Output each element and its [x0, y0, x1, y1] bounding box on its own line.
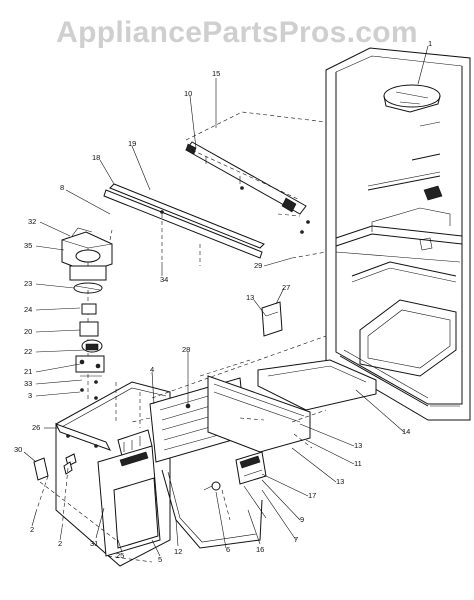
callout-22: 22: [24, 347, 32, 356]
callout-1: 1: [428, 39, 432, 48]
callout-25: 25: [116, 551, 124, 560]
callout-33: 33: [24, 379, 32, 388]
callout-13b: 13: [354, 441, 362, 450]
callout-7: 7: [294, 535, 298, 544]
callout-4: 4: [150, 365, 154, 374]
callout-13a: 13: [246, 293, 254, 302]
callout-15: 15: [212, 69, 220, 78]
callout-labels: 1 15 10 18 19 8 32 35 23 24 20 22 21 33 …: [14, 39, 432, 564]
callout-5: 5: [158, 555, 162, 564]
refrigerator-cabinet: [325, 47, 471, 421]
callout-17: 17: [308, 491, 316, 500]
callout-29: 29: [254, 261, 262, 270]
callout-24: 24: [24, 305, 32, 314]
callout-20: 20: [24, 327, 32, 336]
callout-16: 16: [256, 545, 264, 554]
callout-23: 23: [24, 279, 32, 288]
callout-13c: 13: [336, 477, 344, 486]
callout-2b: 2: [58, 539, 62, 548]
evaporator-cover-assembly: [33, 301, 377, 567]
callout-14: 14: [402, 427, 410, 436]
callout-21: 21: [24, 367, 32, 376]
fan-motor-assembly: [61, 227, 113, 400]
watermark-text: AppliancePartsPros.com: [56, 16, 418, 49]
callout-8: 8: [60, 183, 64, 192]
callout-10: 10: [184, 89, 192, 98]
callout-leaders: [23, 45, 429, 557]
callout-6: 6: [226, 545, 230, 554]
callout-19: 19: [128, 139, 136, 148]
callout-32: 32: [28, 217, 36, 226]
callout-31: 31: [90, 539, 98, 548]
callout-28: 28: [182, 345, 190, 354]
callout-34: 34: [160, 275, 168, 284]
callout-3: 3: [28, 391, 32, 400]
callout-35: 35: [24, 241, 32, 250]
top-rails-assembly: [103, 111, 327, 266]
callout-2a: 2: [30, 525, 34, 534]
callout-11: 11: [354, 459, 362, 468]
callout-9: 9: [300, 515, 304, 524]
callout-26: 26: [32, 423, 40, 432]
callout-12: 12: [174, 547, 182, 556]
callout-27: 27: [282, 283, 290, 292]
callout-18: 18: [92, 153, 100, 162]
callout-30: 30: [14, 445, 22, 454]
